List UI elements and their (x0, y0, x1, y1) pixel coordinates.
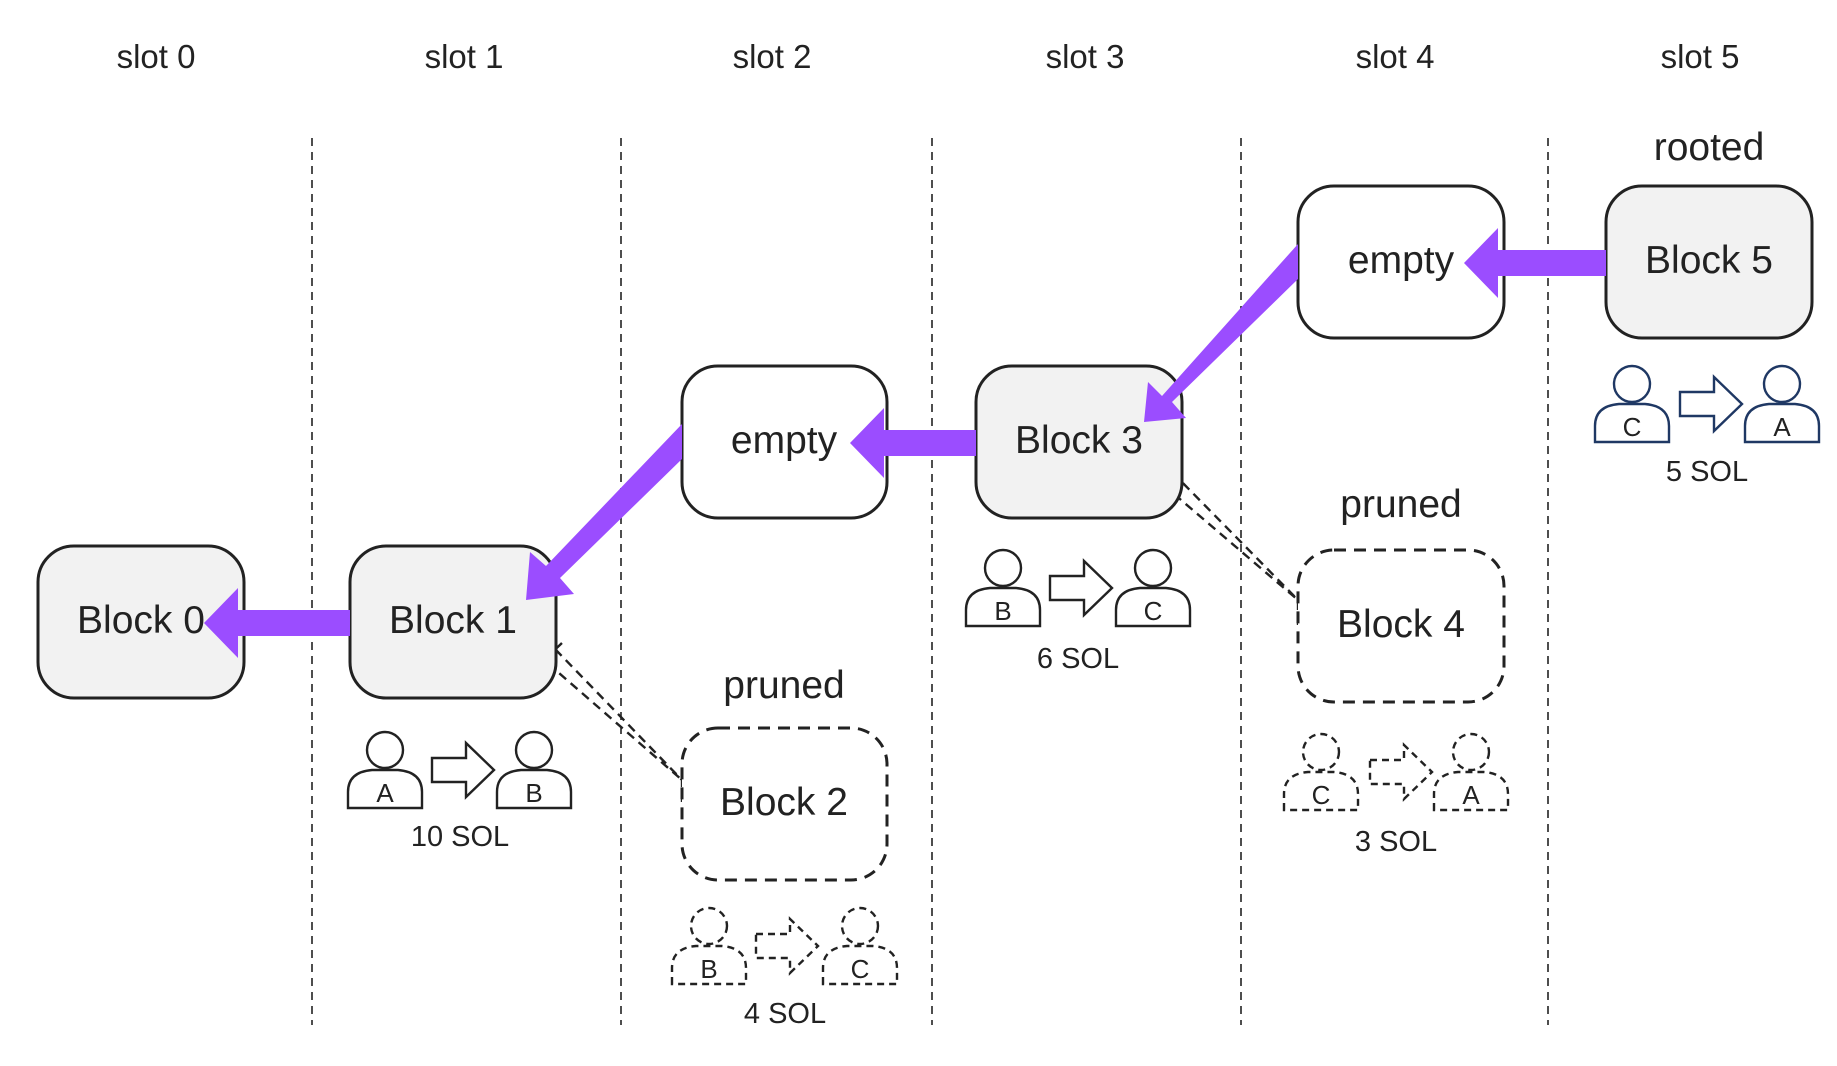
transfer-arrow-icon (754, 916, 820, 976)
transfer-amount: 5 SOL (1666, 456, 1748, 488)
block-3: Block 3 (974, 364, 1184, 520)
rooted-label-block5: rooted (1654, 126, 1765, 169)
block-5-label: Block 5 (1645, 239, 1773, 282)
block-4: Block 4 (1296, 548, 1506, 704)
transfers: A B 10 SOL B C 4 SOL (346, 364, 1821, 1030)
receiver-label: B (525, 778, 542, 808)
transfer-block3: B C (964, 548, 1192, 628)
slot4-empty-label: empty (1348, 239, 1455, 282)
parent-arrow-empty4-to-block3 (1144, 244, 1298, 422)
slot-1-label: slot 1 (425, 38, 504, 75)
parent-arrow-block5-to-empty4 (1464, 228, 1606, 298)
person-icon: C (821, 906, 899, 986)
sender-label: B (994, 596, 1011, 626)
block-5: Block 5 (1604, 184, 1814, 340)
sender-label: C (1623, 412, 1642, 442)
receiver-label: C (1144, 596, 1163, 626)
person-icon: C (1593, 364, 1671, 444)
transfer-block2: B C (670, 906, 899, 986)
transfer-amount: 4 SOL (744, 998, 826, 1030)
block-0-label: Block 0 (77, 599, 205, 642)
slot-headers: slot 0 slot 1 slot 2 slot 3 slot 4 slot … (117, 38, 1740, 75)
sender-label: B (700, 954, 717, 984)
transfer-arrow-icon (1678, 374, 1744, 434)
person-icon: B (964, 548, 1042, 628)
parent-arrow-block3-to-empty2 (850, 408, 976, 478)
receiver-label: C (851, 954, 870, 984)
transfer-block5: C A (1593, 364, 1821, 444)
person-icon: B (495, 730, 573, 810)
slot-0-label: slot 0 (117, 38, 196, 75)
receiver-label: A (1462, 780, 1480, 810)
slot-2-label: slot 2 (733, 38, 812, 75)
person-icon: A (1743, 364, 1821, 444)
receiver-label: A (1773, 412, 1791, 442)
block-4-label: Block 4 (1337, 603, 1465, 646)
person-icon: C (1282, 732, 1360, 812)
block-1: Block 1 (348, 544, 558, 700)
slot2-empty-label: empty (731, 419, 838, 462)
fork-arrow (532, 460, 1300, 802)
block-1-label: Block 1 (389, 599, 517, 642)
slot-5-label: slot 5 (1661, 38, 1740, 75)
person-icon: B (670, 906, 748, 986)
pruned-label-block4: pruned (1340, 483, 1461, 526)
slot-4-label: slot 4 (1356, 38, 1435, 75)
transfer-amount: 10 SOL (411, 821, 509, 853)
transfer-arrow-icon (1048, 558, 1114, 618)
slot-dividers (311, 138, 1549, 1025)
transfer-block1: A B (346, 730, 573, 810)
parent-arrow-block1-to-block0 (204, 588, 350, 658)
transfer-arrow-icon (1368, 742, 1434, 802)
transfer-arrow-icon (430, 740, 496, 800)
sender-label: C (1312, 780, 1331, 810)
pruned-label-block2: pruned (723, 664, 844, 707)
parent-arrows (204, 228, 1606, 658)
block-3-label: Block 3 (1015, 419, 1143, 462)
slot2-empty: empty (680, 364, 889, 520)
parent-arrow-empty2-to-block1 (526, 424, 682, 600)
state-labels: pruned pruned rooted (723, 126, 1764, 707)
sender-label: A (376, 778, 394, 808)
block-2-label: Block 2 (720, 781, 848, 824)
block-2: Block 2 (680, 726, 889, 882)
person-icon: A (346, 730, 424, 810)
blocks: Block 0 Block 1 empty Block 2 Block 3 em… (36, 184, 1814, 882)
transfer-block4: C A (1282, 732, 1510, 812)
slot-3-label: slot 3 (1046, 38, 1125, 75)
transfer-amount: 6 SOL (1037, 643, 1119, 675)
person-icon: C (1114, 548, 1192, 628)
person-icon: A (1432, 732, 1510, 812)
transfer-amount: 3 SOL (1355, 826, 1437, 858)
